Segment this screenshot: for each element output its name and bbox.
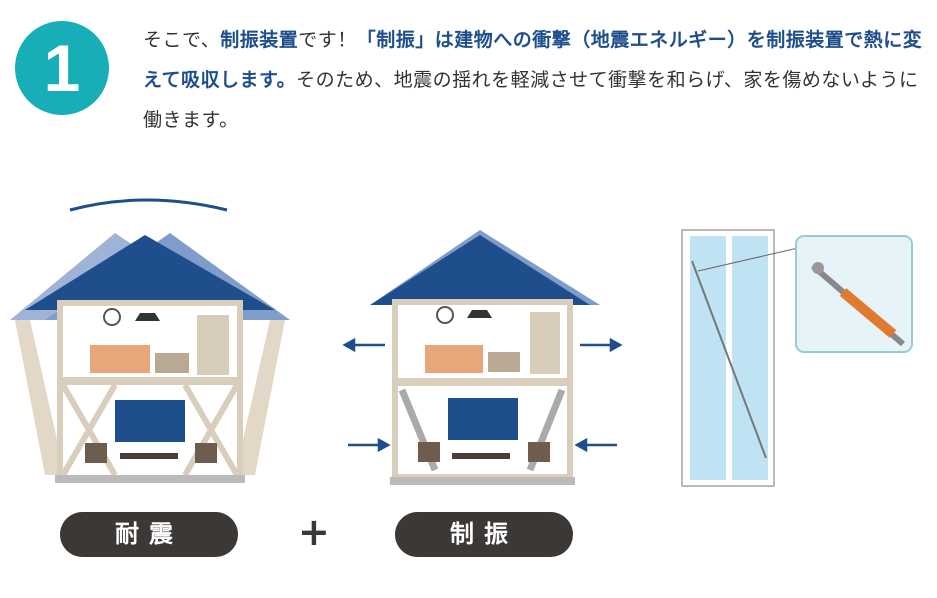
sway-arrow-icon	[69, 198, 228, 212]
taishin-house-illustration	[10, 198, 290, 483]
highlight-text: 制振装置	[220, 29, 299, 51]
text-segment: そこで、	[143, 29, 221, 51]
seishin-label: 制振	[395, 512, 573, 557]
seishin-house-illustration	[342, 230, 623, 485]
force-arrows-icon	[342, 337, 623, 453]
plus-icon: +	[298, 510, 330, 554]
text-segment: です！	[298, 29, 357, 51]
description-text: そこで、制振装置です！「制振」は建物への衝撃（地震エネルギー）を制振装置で熱に変…	[143, 20, 923, 140]
damper-device-diagram	[681, 229, 913, 487]
step-number-badge: 1	[15, 21, 109, 115]
text-segment: そのため、地震の揺れを軽減させて衝撃を和らげ、家を傷めないように働きます。	[143, 69, 919, 131]
taishin-label: 耐震	[60, 512, 238, 557]
highlight-text: 「制振」は建物への衝撃（地震エネルギー）を制振装置で熱に変えて吸収します。	[143, 29, 923, 91]
